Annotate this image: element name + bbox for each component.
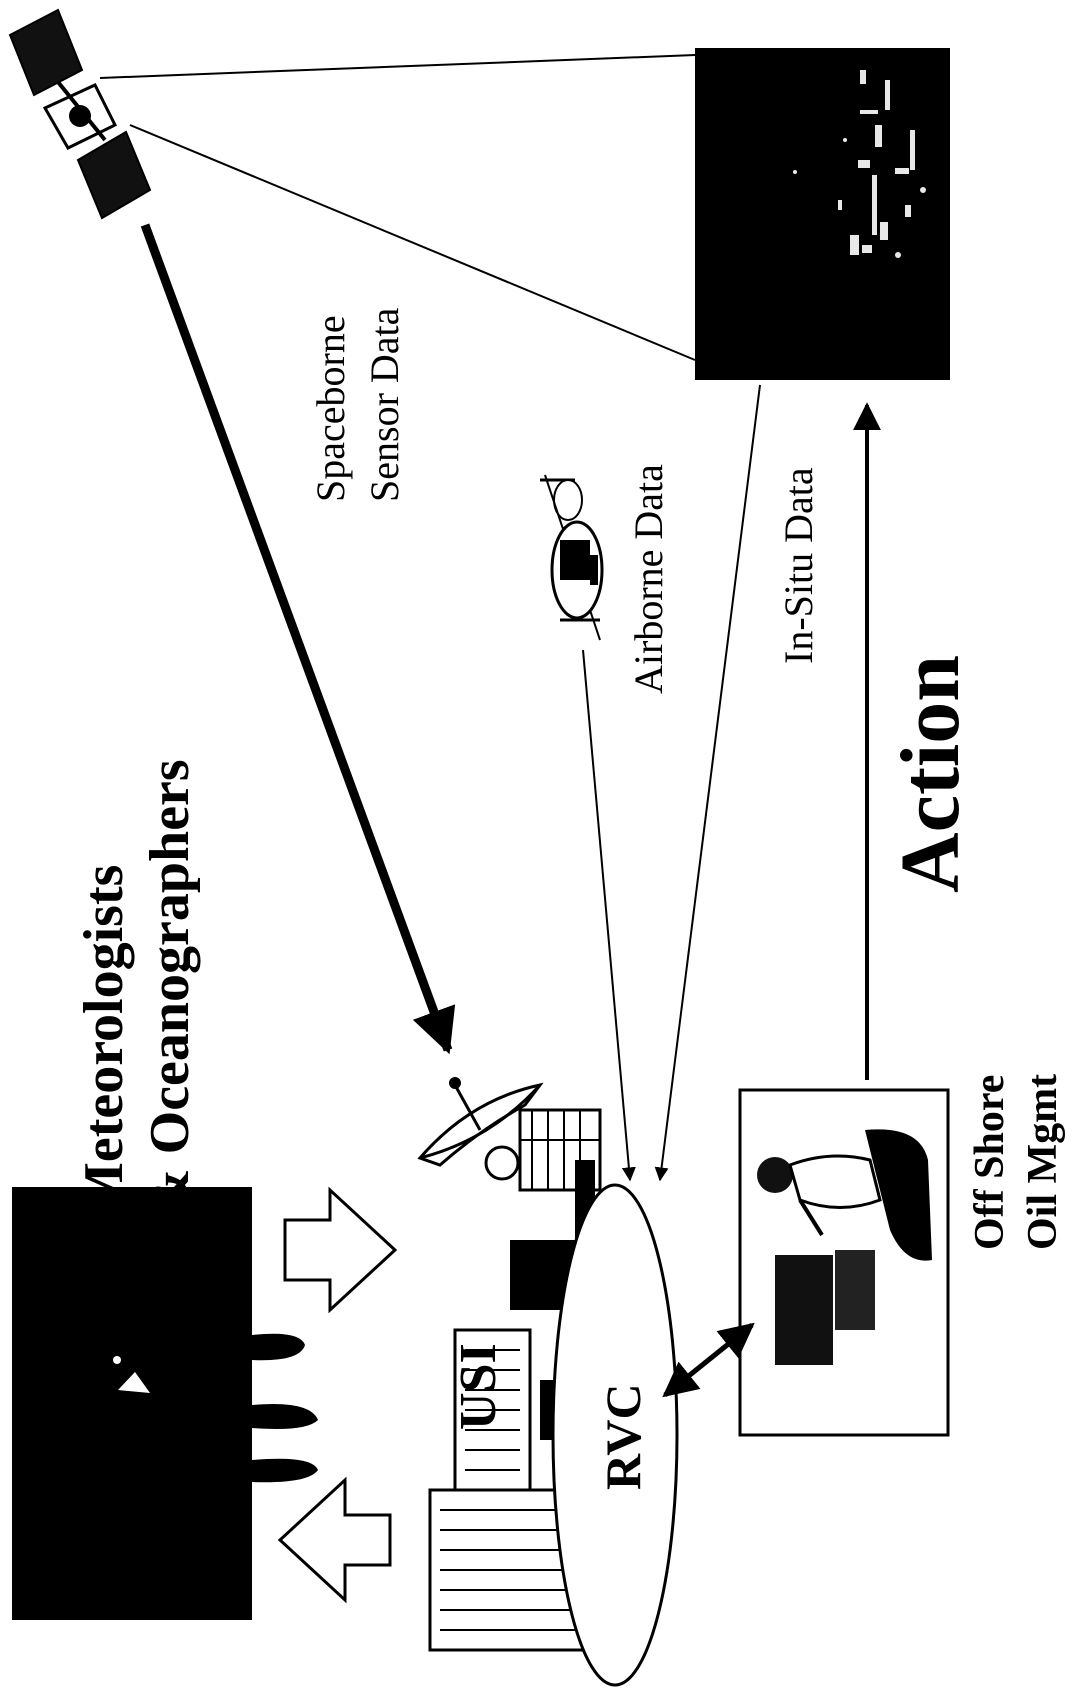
rvc-operator-arrow xyxy=(662,1322,755,1398)
rvc-label: RVC xyxy=(595,1383,651,1490)
airborne-label: Airborne Data xyxy=(626,464,671,694)
spaceborne-data-arrow xyxy=(140,223,456,1055)
helicopter-icon xyxy=(540,474,604,641)
offshore-label-line-1: Off Shore xyxy=(967,1075,1013,1250)
spaceborne-label-line-2: Sensor Data xyxy=(362,307,407,502)
output-block-arrow xyxy=(283,1186,398,1314)
satellite-icon xyxy=(8,8,152,220)
insitu-label: In-Situ Data xyxy=(776,467,821,664)
insitu-data-arrow xyxy=(654,384,761,1182)
operator-workstation-image xyxy=(738,1088,950,1437)
satellite-view-line-bottom xyxy=(129,124,696,361)
spaceborne-label-line-1: Spaceborne xyxy=(308,315,353,502)
satellite-dish-icon xyxy=(417,1077,602,1192)
action-label: Action xyxy=(884,655,977,893)
satellite-view-line-top xyxy=(99,54,696,79)
usi-label: USI xyxy=(450,1343,507,1430)
heading-line-2: & Oceanographers xyxy=(139,759,201,1215)
airborne-data-arrow xyxy=(582,649,636,1182)
rvc-ellipse xyxy=(551,1183,679,1687)
oil-platform-image xyxy=(695,48,950,380)
heading-line-1: Meteorologists xyxy=(73,865,135,1215)
input-block-arrow xyxy=(277,1476,392,1604)
offshore-label-line-2: Oil Mgmt xyxy=(1020,1074,1066,1250)
people-group-image xyxy=(12,1187,318,1620)
